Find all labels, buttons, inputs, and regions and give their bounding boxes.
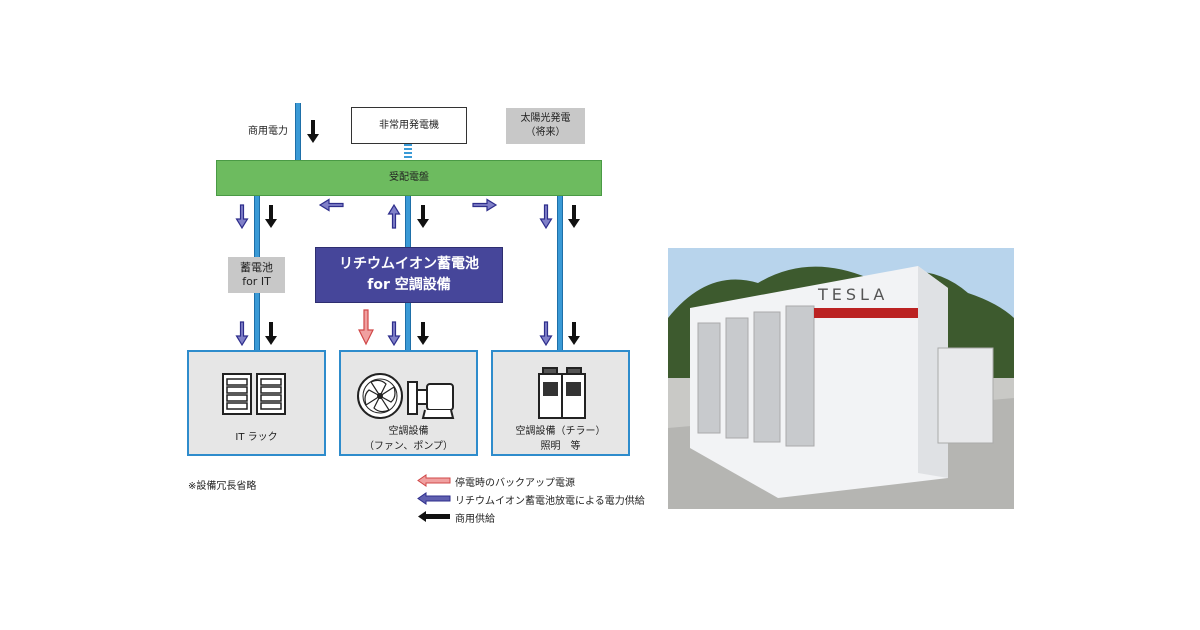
lithium-battery-sub: for 空調設備 — [367, 277, 451, 293]
legend-commercial: 商用供給 — [455, 514, 495, 525]
ac-fan-label: 空調設備 — [388, 426, 429, 437]
pump-icon — [407, 381, 455, 419]
emergency-generator-box: 非常用発電機 — [351, 107, 467, 144]
chiller-box: 空調設備（チラー） 照明 等 — [491, 350, 630, 456]
lithium-battery-label: リチウムイオン蓄電池 — [339, 256, 479, 272]
legend-backup: 停電時のバックアップ電源 — [455, 478, 575, 489]
battery-it-sub: for IT — [242, 275, 271, 288]
generator-dashed-line — [404, 144, 412, 160]
ac-fan-pump-box: 空調設備 （ファン、ポンプ） — [339, 350, 478, 456]
chiller-sub: 照明 等 — [540, 441, 581, 452]
backup-arrow — [358, 309, 374, 346]
tesla-battery-photo: TESLA — [668, 248, 1014, 509]
solar-label: 太陽光発電 — [520, 113, 571, 124]
it-rack-label: IT ラック — [235, 432, 278, 443]
chiller-label: 空調設備（チラー） — [515, 426, 606, 437]
switchboard-bar: 受配電盤 — [216, 160, 602, 196]
tesla-logo: TESLA — [817, 285, 888, 304]
legend-lithium: リチウムイオン蓄電池放電による電力供給 — [455, 496, 645, 507]
commercial-power-label: 商用電力 — [248, 126, 288, 137]
chiller-feed-line — [557, 195, 563, 351]
note-redundancy-omitted: ※設備冗長省略 — [188, 481, 257, 492]
ac-fan-sub: （ファン、ポンプ） — [363, 441, 454, 452]
emergency-generator-label: 非常用発電機 — [379, 119, 439, 131]
solar-future-label: （将来） — [525, 127, 566, 138]
switchboard-label: 受配電盤 — [389, 172, 429, 183]
solar-box: 太陽光発電 （将来） — [506, 108, 585, 144]
commercial-power-line — [295, 103, 301, 161]
commercial-arrows — [265, 120, 580, 345]
battery-it-label: 蓄電池 — [240, 261, 273, 274]
fan-icon — [357, 373, 403, 419]
chiller-icon — [538, 367, 586, 419]
lithium-battery-box: リチウムイオン蓄電池 for 空調設備 — [315, 247, 503, 303]
server-rack-icon — [222, 373, 286, 415]
it-rack-box: IT ラック — [187, 350, 326, 456]
